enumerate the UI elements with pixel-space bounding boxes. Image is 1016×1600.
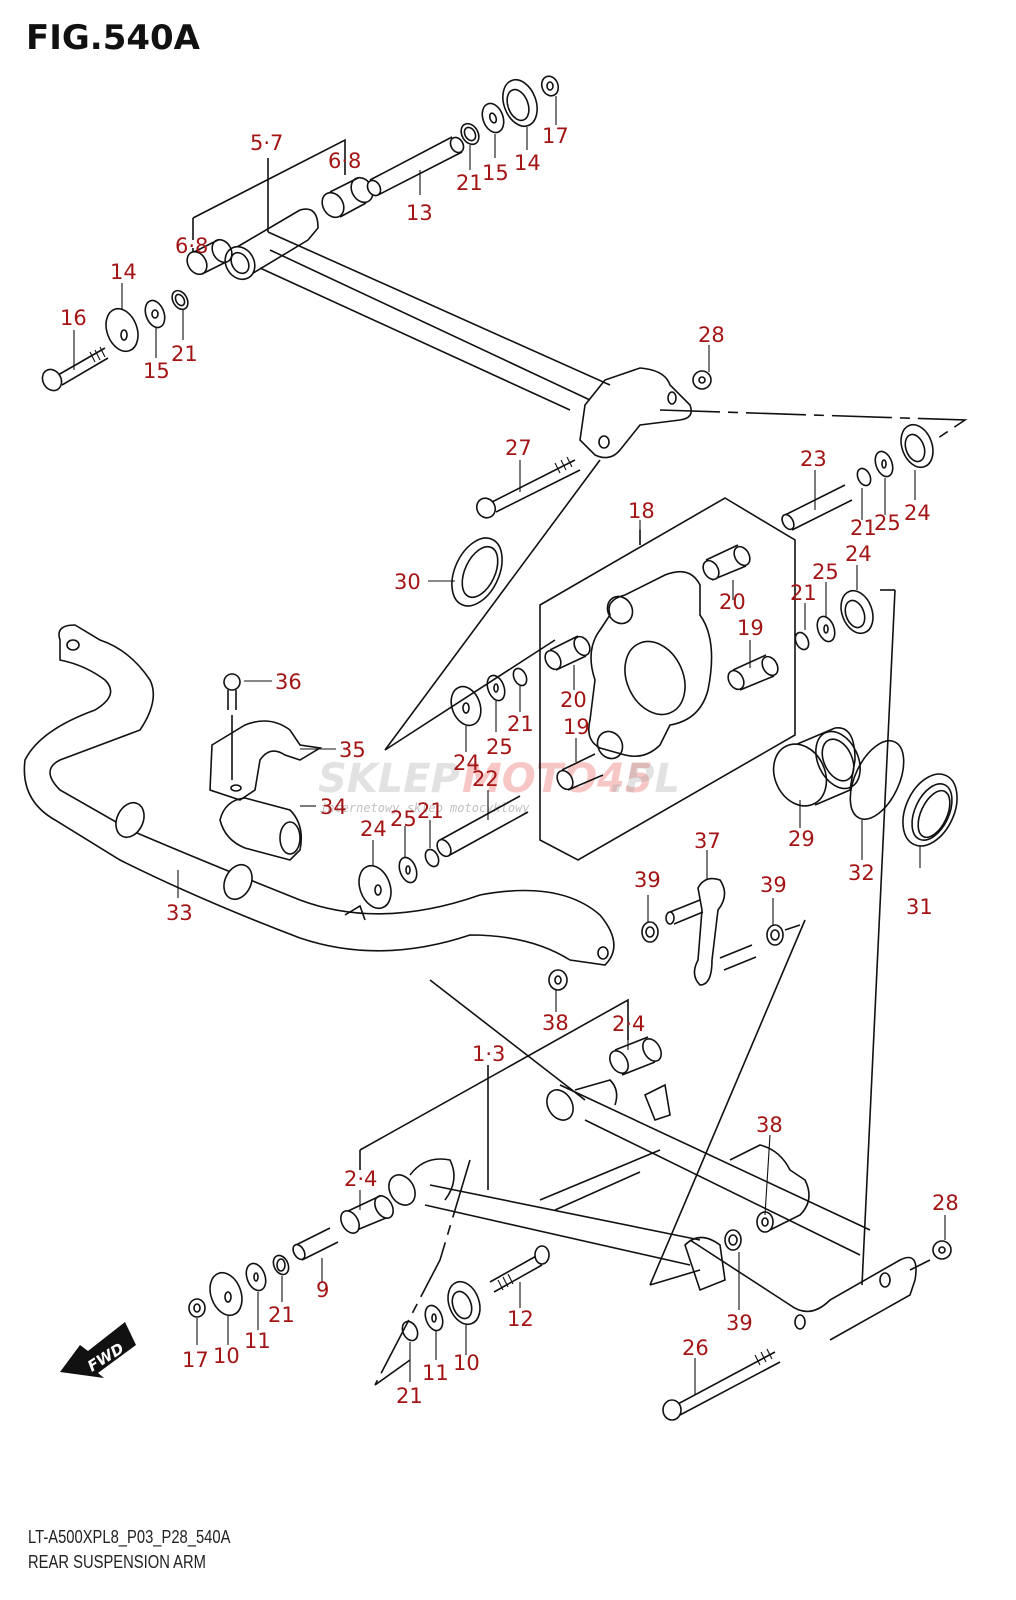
callout-30: 30 — [394, 570, 421, 594]
callout-21: 21 — [268, 1303, 295, 1327]
callout-36: 36 — [275, 670, 302, 694]
callout-25: 25 — [390, 807, 417, 831]
callout-37: 37 — [694, 829, 721, 853]
callout-28: 28 — [698, 323, 725, 347]
callout-14: 14 — [514, 151, 541, 175]
watermark-brand-gray: SKLEP — [318, 756, 460, 802]
diagram-code: LT-A500XPL8_P03_P28_540A — [28, 1527, 231, 1547]
callout-20: 20 — [719, 590, 746, 614]
knuckle-housing-assembly — [358, 423, 958, 1286]
callout-11: 11 — [244, 1329, 271, 1353]
diagram-caption: REAR SUSPENSION ARM — [28, 1552, 206, 1572]
callout-24: 24 — [845, 542, 872, 566]
callout-24: 24 — [360, 817, 387, 841]
callout-20: 20 — [560, 688, 587, 712]
callout-38: 38 — [756, 1113, 783, 1137]
callout-33: 33 — [166, 901, 193, 925]
stabilizer-bar-assembly — [23, 624, 801, 991]
callout-28: 28 — [932, 1191, 959, 1215]
callout-19: 19 — [563, 715, 590, 739]
callout-19: 19 — [737, 616, 764, 640]
callout-21: 21 — [790, 581, 817, 605]
callout-27: 27 — [505, 436, 532, 460]
watermark-tagline: internetowy sklep motocyklowy — [320, 801, 530, 815]
callout-25: 25 — [812, 560, 839, 584]
leader-lines — [73, 96, 946, 1395]
callout-21: 21 — [456, 171, 483, 195]
callout-15: 15 — [143, 359, 170, 383]
callout-21: 21 — [507, 712, 534, 736]
callout-21: 21 — [171, 342, 198, 366]
callout-18: 18 — [628, 499, 655, 523]
callout-34: 34 — [320, 795, 347, 819]
callout-24: 24 — [904, 501, 931, 525]
callout-12: 12 — [507, 1307, 534, 1331]
watermark: SKLEP MOTO45 .PL internetowy sklep motoc… — [318, 756, 680, 815]
callout-21: 21 — [396, 1384, 423, 1408]
callout-17: 17 — [182, 1348, 209, 1372]
watermark-brand-suffix: .PL — [610, 756, 680, 802]
forward-arrow-icon: FWD — [60, 1322, 136, 1378]
callout-10: 10 — [453, 1351, 480, 1375]
callout-14: 14 — [110, 260, 137, 284]
figure-title: FIG.540A — [26, 18, 200, 58]
callout-5-7: 5·7 — [250, 131, 283, 155]
callout-38: 38 — [542, 1011, 569, 1035]
callout-16: 16 — [60, 306, 87, 330]
callout-6-8: 6·8 — [175, 234, 208, 258]
callout-17: 17 — [542, 124, 569, 148]
callout-15: 15 — [482, 161, 509, 185]
callout-25: 25 — [874, 511, 901, 535]
callout-labels: 5·7 6·8 6·8 13 21 15 14 17 14 16 15 21 2… — [60, 124, 959, 1408]
callout-23: 23 — [800, 447, 827, 471]
callout-39: 39 — [726, 1311, 753, 1335]
callout-35: 35 — [339, 738, 366, 762]
callout-2-4: 2·4 — [344, 1167, 377, 1191]
callout-1-3: 1·3 — [472, 1042, 505, 1066]
callout-39: 39 — [634, 868, 661, 892]
callout-11: 11 — [422, 1361, 449, 1385]
callout-6-8: 6·8 — [328, 149, 361, 173]
callout-13: 13 — [406, 201, 433, 225]
callout-29: 29 — [788, 827, 815, 851]
callout-9: 9 — [316, 1278, 329, 1302]
callout-25: 25 — [486, 735, 513, 759]
callout-21: 21 — [417, 799, 444, 823]
callout-10: 10 — [213, 1344, 240, 1368]
upper-arm-assembly — [41, 75, 968, 519]
callout-32: 32 — [848, 861, 875, 885]
callout-26: 26 — [682, 1336, 709, 1360]
callout-2-4: 2·4 — [612, 1012, 645, 1036]
callout-21: 21 — [850, 516, 877, 540]
callout-39: 39 — [760, 873, 787, 897]
callout-31: 31 — [906, 895, 933, 919]
callout-22: 22 — [472, 767, 499, 791]
lower-arm-assembly — [188, 919, 952, 1421]
callout-24: 24 — [453, 751, 480, 775]
